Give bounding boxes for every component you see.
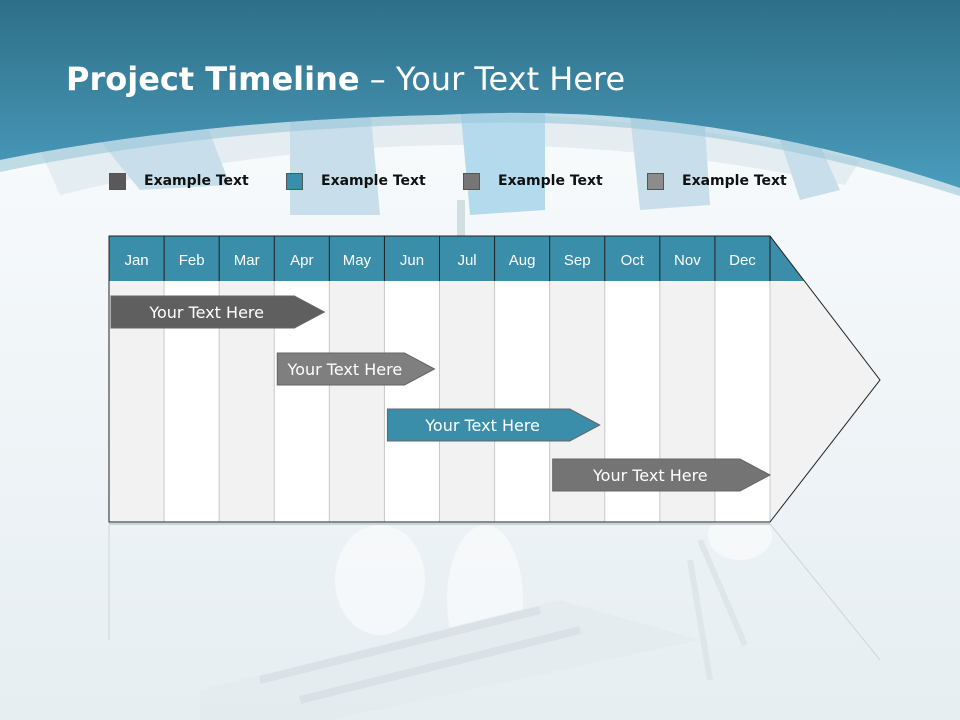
legend-swatch-4 xyxy=(647,172,664,190)
month-column-may xyxy=(329,281,385,522)
month-label-mar: Mar xyxy=(234,252,260,269)
month-label-sep: Sep xyxy=(564,252,591,269)
legend-swatch-3 xyxy=(463,172,480,190)
task-label-4: Your Text Here xyxy=(592,466,708,485)
task-arrow-shape xyxy=(110,295,326,329)
task-arrow-shape xyxy=(552,458,772,492)
legend-label-3: Example Text xyxy=(498,173,603,189)
month-label-apr: Apr xyxy=(290,252,313,269)
month-label-jan: Jan xyxy=(124,252,148,269)
task-label-3: Your Text Here xyxy=(424,416,540,435)
month-label-dec: Dec xyxy=(729,252,756,269)
task-arrow-shape xyxy=(276,352,436,386)
month-label-aug: Aug xyxy=(509,252,536,269)
legend-item-4: Example Text xyxy=(647,171,787,191)
legend-label-1: Example Text xyxy=(144,173,249,189)
month-header-band xyxy=(109,236,804,281)
month-column-jul xyxy=(439,281,495,522)
legend-swatch-2 xyxy=(286,172,303,190)
month-header: Jan Feb Mar Apr May Jun Jul Aug Sep Oct Nov Dec xyxy=(109,236,804,281)
page-title: Project Timeline – Your Text Here xyxy=(66,60,625,98)
legend-item-2: Example Text xyxy=(286,171,426,191)
task-bar-2: Your Text Here xyxy=(276,352,436,386)
task-bar-3: Your Text Here xyxy=(386,408,601,442)
month-label-oct: Oct xyxy=(621,252,645,269)
task-bar-4: Your Text Here xyxy=(552,458,772,492)
month-column-aug xyxy=(494,281,550,522)
legend-swatch-1 xyxy=(109,172,126,190)
task-label-2: Your Text Here xyxy=(287,360,403,379)
timeline-arrow-outline xyxy=(108,235,881,523)
month-label-feb: Feb xyxy=(179,252,205,269)
month-column-jun xyxy=(384,281,440,522)
legend-label-4: Example Text xyxy=(682,173,787,189)
title-bold: Project Timeline xyxy=(66,60,360,98)
month-label-jul: Jul xyxy=(457,252,476,269)
legend-item-1: Example Text xyxy=(109,171,249,191)
month-label-nov: Nov xyxy=(674,252,701,269)
task-bar-1: Your Text Here xyxy=(110,295,326,329)
month-label-jun: Jun xyxy=(400,252,424,269)
legend-label-2: Example Text xyxy=(321,173,426,189)
legend-item-3: Example Text xyxy=(463,171,603,191)
task-arrow-shape xyxy=(386,408,601,442)
task-label-1: Your Text Here xyxy=(148,303,264,322)
title-separator: – xyxy=(369,60,386,98)
reflection-line-right xyxy=(769,523,881,661)
title-rest: Your Text Here xyxy=(395,60,626,98)
month-label-may: May xyxy=(343,252,372,269)
arrow-tip-area xyxy=(770,281,880,522)
